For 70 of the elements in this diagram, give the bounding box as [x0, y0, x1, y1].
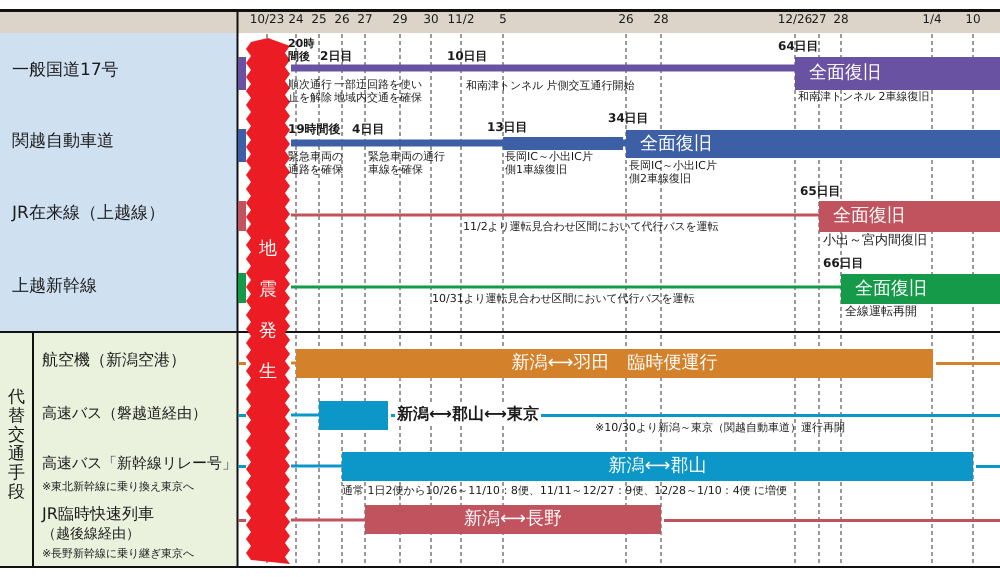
day-count-label: 19時間後	[288, 123, 341, 137]
timeline-line	[291, 140, 626, 146]
date-label: 5	[499, 13, 507, 27]
status-bar: 全面復旧	[819, 201, 1000, 232]
date-label: 12/26	[778, 13, 812, 27]
date-label: 30	[423, 13, 439, 27]
note-text: ※東北新幹線に乗り換え東京へ	[42, 481, 194, 494]
route-bar: 新潟⟷郡山	[342, 452, 973, 481]
note-text: 順次通行止を解除	[288, 79, 333, 104]
row-label: （越後線経由）	[42, 526, 140, 542]
note-text: 通常 1日2便から10/26～11/10：8便、11/11～12/27：9便、12/28～1/10：4便 に増便	[342, 485, 788, 498]
day-count-label: 65日目	[800, 185, 841, 199]
date-label: 1/4	[922, 13, 942, 27]
date-label: 26	[618, 13, 634, 27]
row-label: 高速バス（磐越道経由）	[42, 405, 207, 422]
note-text: 10/31より運転見合わせ区間において代行バスを運転	[432, 293, 695, 306]
note-text: 緊急車両の通路を確保	[288, 151, 344, 176]
note-text: ※10/30より新潟～東京（関越自動車道）運行再開	[595, 422, 845, 435]
date-label: 28	[653, 13, 669, 27]
date-label: 29	[392, 13, 408, 27]
note-text: ※長野新幹線に乗り継ぎ東京へ	[42, 548, 194, 561]
day-count-label: 64日目	[778, 40, 819, 54]
date-label: 10	[965, 13, 981, 27]
route-bar: 新潟⟷長野	[365, 505, 661, 534]
status-bar: 全面復旧	[626, 130, 1000, 158]
note-text: 全線運転再開	[845, 305, 917, 319]
note-text: 和南津トンネル 2車線復旧	[798, 91, 930, 104]
note-text: 一部迂回路を使い地域内交通を確保	[334, 79, 423, 104]
timeline-line	[291, 518, 365, 522]
row-label: JR在来線（上越線）	[12, 204, 165, 224]
date-label: 27	[811, 13, 827, 27]
status-bar: 全面復旧	[841, 274, 1000, 304]
note-text: 小出～宮内間復旧	[823, 234, 927, 249]
vertical-label: 地震発生	[259, 237, 277, 384]
date-label: 24	[288, 13, 304, 27]
route-bar: 新潟⟷羽田 臨時便運行	[296, 349, 933, 378]
date-label: 28	[833, 13, 849, 27]
timeline-line	[291, 64, 795, 72]
route-bar	[319, 401, 388, 430]
date-label: 10/23	[250, 13, 284, 27]
note-text: 和南津トンネル 片側交互通行開始	[466, 80, 634, 93]
timeline-line	[291, 286, 841, 288]
date-label: 25	[311, 13, 327, 27]
date-label: 27	[357, 13, 373, 27]
date-label: 26	[334, 13, 350, 27]
note-text: 11/2より運転見合わせ区間において代行バスを運転	[463, 221, 719, 234]
timeline-line	[291, 414, 319, 416]
note-text: 緊急車両の通行車線を確保	[368, 151, 446, 176]
timeline-line	[291, 464, 342, 468]
row-label: 航空機（新潟空港）	[42, 351, 186, 370]
note-text: 長岡IC～小出IC片側2車線復旧	[629, 160, 718, 186]
day-count-label: 10日目	[447, 50, 488, 64]
date-label: 11/2	[448, 13, 474, 27]
timeline-line	[291, 214, 819, 216]
timeline-line	[291, 362, 296, 364]
row-label: 一般国道17号	[12, 61, 119, 81]
day-count-label: 66日目	[823, 257, 864, 271]
note-text: 長岡IC～小出IC片側1車線復旧	[505, 151, 594, 176]
day-count-label: 新潟⟷郡山⟷東京	[395, 405, 541, 424]
day-count-label: 13日目	[487, 121, 528, 135]
day-count-label: 20時間後	[288, 38, 316, 64]
row-label: 高速バス「新幹線リレー号」	[42, 455, 237, 472]
group-label: 代替交通手段	[8, 388, 25, 502]
row-label: 上越新幹線	[12, 277, 97, 297]
day-count-label: 2日目	[320, 50, 352, 64]
row-label: JR臨時快速列車	[42, 505, 154, 524]
day-count-label: 34日目	[608, 112, 649, 126]
day-count-label: 4日目	[352, 123, 384, 137]
row-label: 関越自動車道	[12, 132, 114, 152]
status-bar: 全面復旧	[795, 57, 1000, 90]
